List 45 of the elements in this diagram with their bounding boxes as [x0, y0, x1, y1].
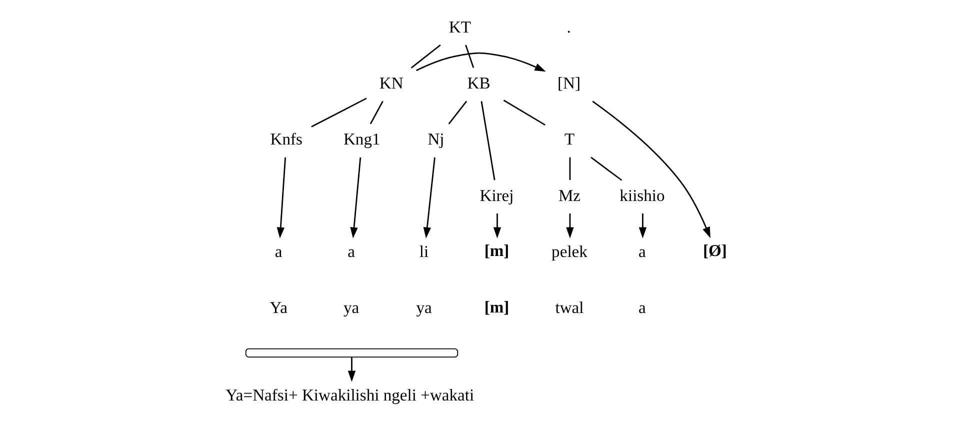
- node-text: pelek: [551, 242, 587, 262]
- node-text: kiishio: [619, 186, 664, 205]
- arrow: [492, 213, 501, 238]
- node-text: Kng1: [342, 130, 380, 149]
- node-text: [m]: [484, 241, 509, 260]
- node-text: a: [638, 242, 646, 262]
- label: .: [566, 17, 570, 36]
- connector: [369, 100, 383, 124]
- connector: [448, 100, 467, 124]
- label: a: [638, 298, 646, 318]
- arrow: [592, 100, 710, 238]
- connector: [410, 44, 440, 68]
- node-text: T: [564, 130, 574, 149]
- connector: [464, 44, 474, 68]
- node-text: [N]: [557, 74, 580, 93]
- label: ya: [342, 298, 359, 318]
- arrow: [638, 213, 646, 238]
- connector: [590, 156, 622, 181]
- node-text: Kirej: [479, 186, 514, 205]
- label: twal: [554, 298, 584, 318]
- node-bracket: [244, 348, 458, 358]
- node-text: KT: [448, 17, 470, 36]
- arrow: [350, 157, 361, 238]
- arrow: [422, 157, 435, 238]
- node-text: KN: [378, 74, 403, 93]
- node-text: [Ø]: [702, 241, 726, 260]
- connector: [502, 100, 545, 126]
- label: [m]: [484, 297, 509, 316]
- node-text: li: [418, 242, 428, 262]
- node-text: a: [274, 242, 282, 262]
- arrow: [416, 52, 546, 72]
- node-text: a: [347, 242, 354, 262]
- node-text: KB: [466, 74, 490, 93]
- node-text: Ya=Nafsi+ Kiwakilishi ngeli +wakati: [225, 386, 474, 405]
- connector: [310, 98, 366, 128]
- node-text: Nj: [427, 130, 444, 149]
- label: Ya: [269, 298, 287, 318]
- arrow: [276, 157, 286, 238]
- label: ya: [416, 298, 432, 318]
- connector: [480, 101, 495, 180]
- arrow: [566, 213, 574, 238]
- node-text: Mz: [558, 186, 580, 205]
- connector: [568, 157, 570, 180]
- arrow: [347, 357, 356, 382]
- node-text: Knfs: [270, 130, 302, 149]
